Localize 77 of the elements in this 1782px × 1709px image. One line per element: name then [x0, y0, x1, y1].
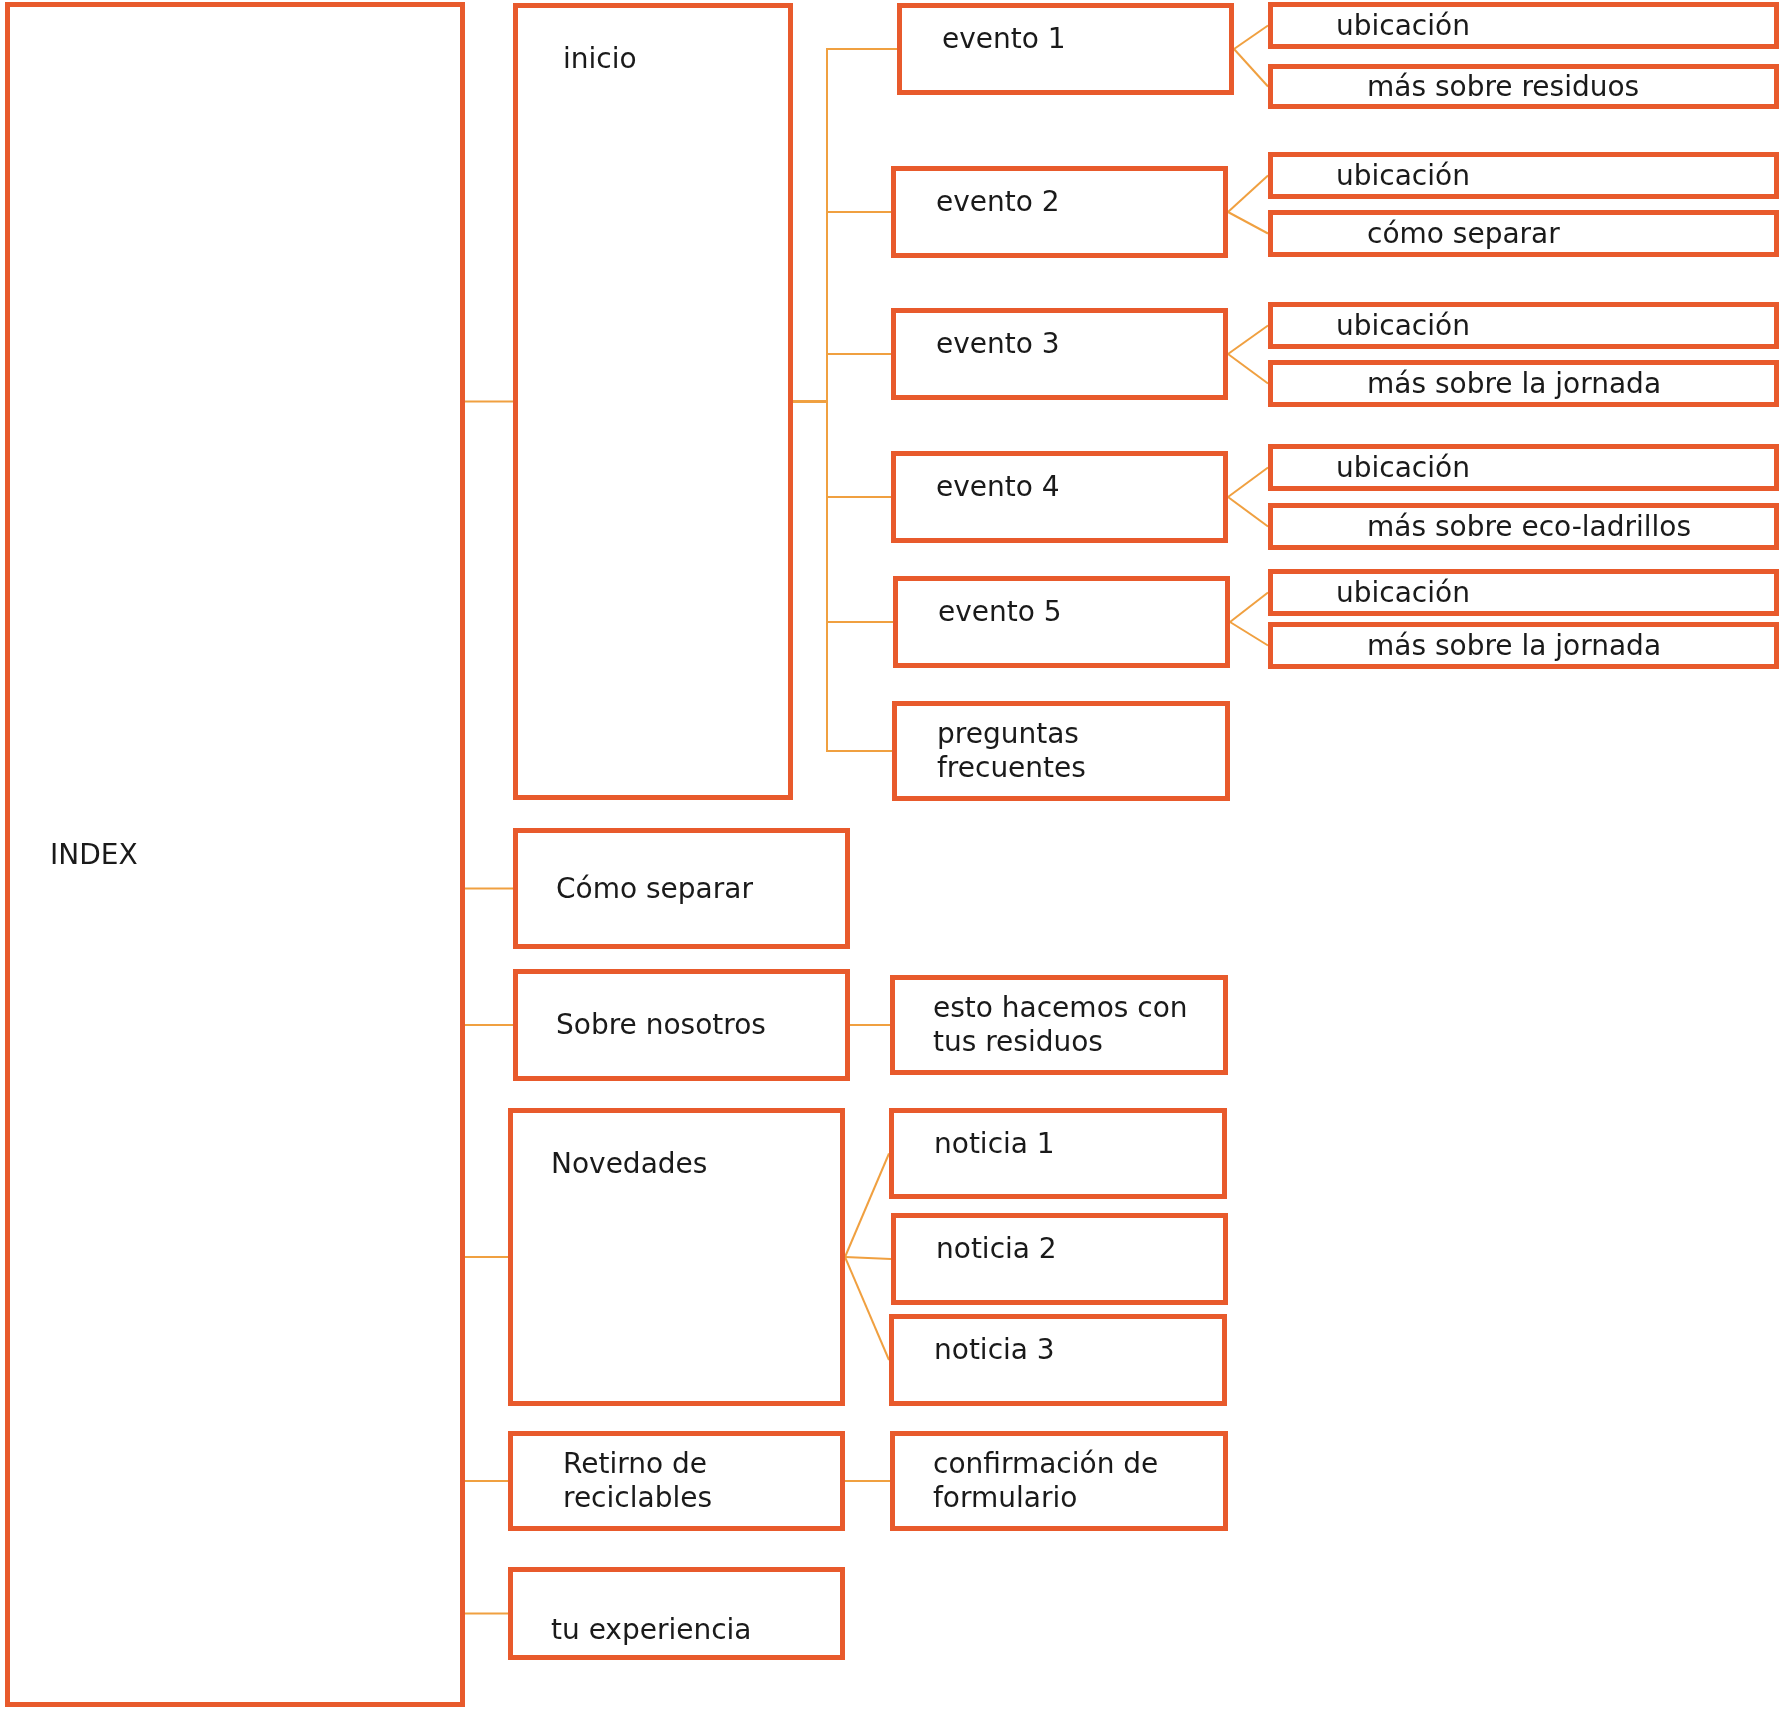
- connector-line: [1227, 174, 1269, 213]
- page-label: evento 5: [938, 595, 1063, 629]
- page-label: preguntas frecuentes: [937, 717, 1087, 785]
- page-label: INDEX: [50, 837, 139, 872]
- page-label: ubicación: [1336, 158, 1471, 193]
- page-box: [1268, 152, 1779, 199]
- page-label: noticia 1: [934, 1127, 1056, 1161]
- page-label: más sobre la jornada: [1367, 366, 1663, 401]
- connector-line: [1229, 591, 1269, 623]
- page-box: [891, 166, 1228, 258]
- connector-line: [1227, 466, 1269, 498]
- page-box: [892, 701, 1230, 801]
- page-box: [889, 1314, 1227, 1406]
- page-label: cómo separar: [1367, 216, 1561, 251]
- page-label: noticia 3: [934, 1333, 1056, 1367]
- page-box: [1268, 2, 1779, 49]
- page-box: [897, 3, 1234, 95]
- page-label: ubicación: [1336, 450, 1471, 485]
- page-label: Sobre nosotros: [556, 1008, 767, 1042]
- page-label: evento 1: [942, 22, 1067, 56]
- page-label: más sobre la jornada: [1367, 628, 1663, 663]
- page-box: [1268, 360, 1779, 407]
- page-box: [1268, 444, 1779, 491]
- page-box: [891, 1213, 1228, 1305]
- connector-line: [1233, 48, 1269, 88]
- page-box: [891, 451, 1228, 543]
- connector-line: [464, 887, 514, 890]
- page-box: [1268, 302, 1779, 349]
- page-label: evento 4: [936, 470, 1061, 504]
- connector-line: [1227, 353, 1269, 385]
- page-box: [513, 828, 850, 949]
- page-label: ubicación: [1336, 575, 1471, 610]
- connector-line: [1227, 496, 1269, 528]
- page-box: [508, 1431, 845, 1531]
- connector-line: [1233, 24, 1269, 50]
- page-label: evento 2: [936, 185, 1061, 219]
- connector-line: [844, 1480, 891, 1482]
- page-box: [1268, 569, 1779, 616]
- page-box: [890, 975, 1228, 1075]
- page-box: [893, 576, 1230, 668]
- connector-line: [1229, 621, 1269, 647]
- page-label: esto hacemos con tus residuos: [933, 991, 1189, 1059]
- page-box: [5, 2, 465, 1707]
- connector-line: [464, 400, 514, 403]
- page-box: [508, 1108, 845, 1406]
- page-label: tu experiencia: [551, 1613, 753, 1647]
- connector-line: [464, 1256, 509, 1258]
- page-label: inicio: [563, 42, 638, 76]
- page-box: [508, 1567, 845, 1660]
- connector-line: [844, 1256, 890, 1361]
- connector-line: [844, 1256, 892, 1260]
- page-box: [513, 3, 793, 800]
- page-label: Novedades: [551, 1147, 709, 1181]
- page-label: noticia 2: [936, 1232, 1058, 1266]
- connector-line: [1227, 211, 1269, 235]
- page-label: ubicación: [1336, 8, 1471, 43]
- page-label: evento 3: [936, 327, 1061, 361]
- page-box: [513, 969, 850, 1081]
- connector-line: [464, 1024, 514, 1026]
- page-box: [1268, 210, 1779, 257]
- connector-line: [464, 1612, 509, 1615]
- page-box: [1268, 64, 1779, 109]
- connector-line: [849, 1024, 891, 1026]
- page-label: Retirno de reciclables: [563, 1447, 713, 1515]
- page-box: [889, 1108, 1227, 1199]
- connector-line: [1227, 324, 1269, 355]
- page-box: [1268, 503, 1779, 550]
- page-label: más sobre eco-ladrillos: [1367, 509, 1693, 544]
- page-label: confirmación de formulario: [933, 1447, 1160, 1515]
- page-label: ubicación: [1336, 308, 1471, 343]
- connector-line: [464, 1480, 509, 1482]
- page-box: [891, 308, 1228, 400]
- page-box: [1268, 622, 1779, 669]
- page-label: más sobre residuos: [1367, 69, 1641, 104]
- page-box: [890, 1431, 1228, 1531]
- page-label: Cómo separar: [556, 871, 754, 906]
- connector-line: [844, 1152, 890, 1258]
